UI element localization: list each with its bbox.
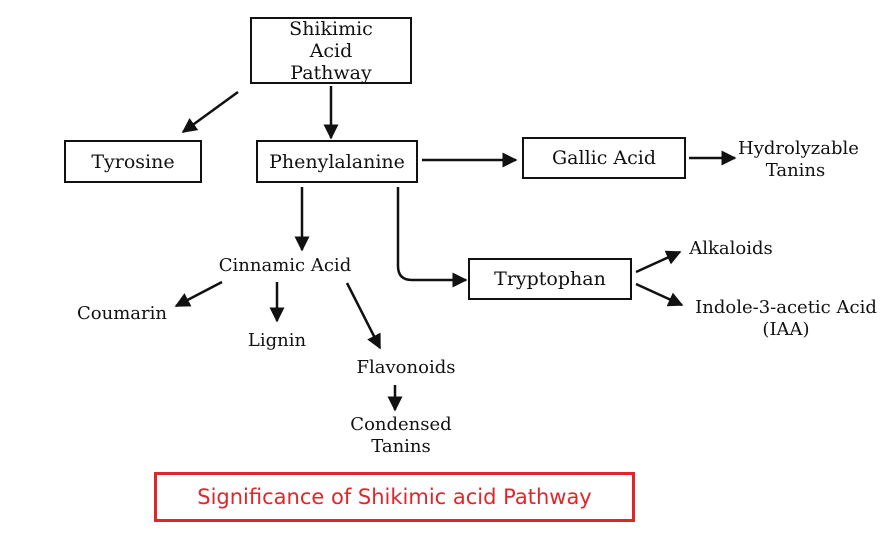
node-tryptophan: Tryptophan — [468, 258, 632, 300]
node-flavonoids: Flavonoids — [356, 357, 456, 378]
node-gallic-label: Gallic Acid — [551, 147, 657, 169]
arrow-tryptophan-to-iaa — [635, 282, 684, 307]
node-condensed-tanins: Condensed Tanins — [350, 414, 452, 457]
node-gallic-acid: Gallic Acid — [522, 137, 686, 179]
arrow-cinnamic-to-flavonoids — [345, 282, 382, 350]
node-tyrosine-label: Tyrosine — [91, 150, 175, 173]
caption-text: Significance of Shikimic acid Pathway — [197, 485, 592, 509]
node-lignin: Lignin — [247, 330, 307, 351]
node-shikimic-label: Shikimic Acid Pathway — [289, 17, 373, 84]
caption-banner: Significance of Shikimic acid Pathway — [154, 472, 635, 522]
node-coumarin: Coumarin — [77, 303, 167, 324]
node-tyrosine: Tyrosine — [64, 140, 202, 183]
node-shikimic-acid-pathway: Shikimic Acid Pathway — [250, 17, 412, 84]
node-hydrolyzable-tanins: Hydrolyzable Tanins — [738, 138, 859, 181]
arrow-cinnamic-to-coumarin — [174, 280, 223, 308]
node-iaa: Indole-3-acetic Acid (IAA) — [695, 297, 877, 340]
node-phenylalanine: Phenylalanine — [256, 140, 418, 183]
arrow-shikimic-to-tyrosine — [181, 90, 239, 134]
node-cinnamic-acid: Cinnamic Acid — [218, 255, 352, 276]
arrow-phenylalanine-to-tryptophan — [396, 187, 468, 288]
node-tryptophan-label: Tryptophan — [494, 268, 606, 290]
arrow-tryptophan-to-alkaloids — [635, 250, 682, 274]
node-alkaloids: Alkaloids — [689, 238, 773, 259]
node-phenylalanine-label: Phenylalanine — [269, 150, 405, 173]
